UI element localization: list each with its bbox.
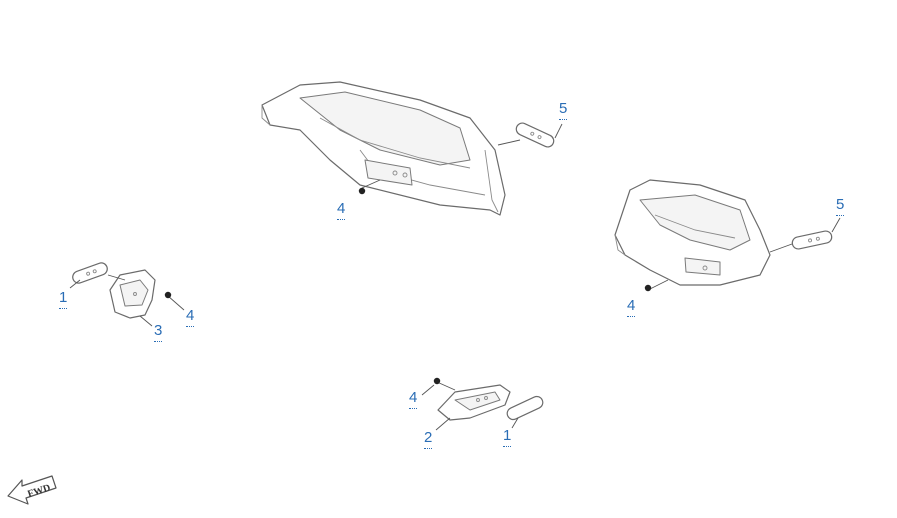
- callout-2[interactable]: 2: [424, 430, 433, 449]
- plate-5-top: [515, 122, 555, 148]
- leader-5-right-label: [831, 217, 841, 233]
- leader-bottom-1: [511, 417, 519, 429]
- callout-5-right[interactable]: 5: [836, 197, 845, 216]
- leader-bottom-4-label: [421, 384, 435, 396]
- leader-left-3: [139, 315, 153, 327]
- leader-top-5: [497, 139, 521, 146]
- leader-bottom-4: [436, 381, 456, 391]
- leader-right-5: [769, 243, 793, 253]
- leader-right-4: [647, 279, 669, 291]
- plate-1-bottom: [506, 395, 544, 421]
- callout-4-bottom[interactable]: 4: [409, 390, 418, 409]
- leader-left-1: [69, 279, 81, 289]
- fwd-arrow-icon: FWD: [7, 475, 57, 505]
- leader-5-top-label: [554, 123, 563, 139]
- leader-bottom-2: [435, 417, 451, 431]
- right-bracket: [614, 179, 771, 286]
- nut-bottom: [433, 377, 441, 385]
- nut-top: [358, 187, 366, 195]
- callout-3[interactable]: 3: [154, 323, 163, 342]
- plate-1-left: [72, 262, 108, 284]
- top-center-bracket: [261, 81, 506, 216]
- nut-right: [644, 284, 652, 292]
- nut-left: [164, 291, 172, 299]
- leader-left-4: [167, 295, 185, 311]
- callout-1-bottom[interactable]: 1: [503, 428, 512, 447]
- housing-2-bottom: [437, 384, 511, 421]
- callout-4-left[interactable]: 4: [186, 308, 195, 327]
- leader-left-plate-link: [107, 274, 126, 281]
- plate-5-right: [791, 230, 833, 250]
- callout-4-top[interactable]: 4: [337, 201, 346, 220]
- callout-1-left[interactable]: 1: [59, 290, 68, 309]
- leader-top-4: [361, 179, 381, 189]
- callout-4-right[interactable]: 4: [627, 298, 636, 317]
- housing-3-left: [109, 269, 156, 319]
- callout-5-top[interactable]: 5: [559, 101, 568, 120]
